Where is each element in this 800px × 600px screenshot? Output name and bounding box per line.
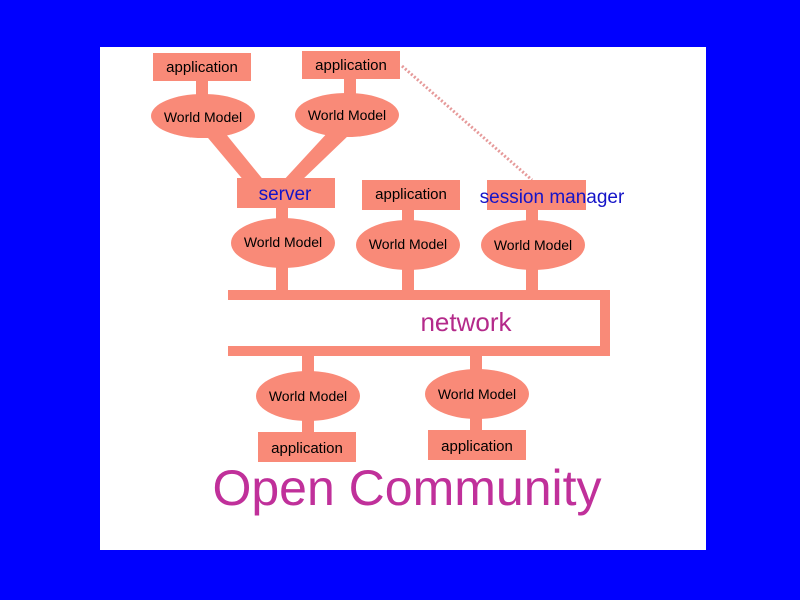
world-model-ellipse bbox=[356, 220, 460, 270]
world-model-label: World Model bbox=[369, 236, 447, 252]
application-4: application bbox=[258, 432, 356, 462]
network-top-rail bbox=[228, 290, 610, 300]
connector-network-wm7 bbox=[470, 352, 482, 372]
application-label: application bbox=[315, 57, 387, 74]
application-label: application bbox=[271, 440, 343, 457]
world-model-2: World Model bbox=[295, 93, 399, 137]
world-model-1: World Model bbox=[151, 94, 255, 138]
connector-wm1-server bbox=[203, 128, 265, 182]
world-model-label: World Model bbox=[269, 388, 347, 404]
world-model-3: World Model bbox=[231, 218, 335, 268]
network-bottom-rail bbox=[228, 346, 610, 356]
session-manager-node: session manager bbox=[480, 180, 625, 210]
world-model-7: World Model bbox=[425, 369, 529, 419]
connector-network-wm6 bbox=[302, 352, 314, 374]
connector-app1-wm1 bbox=[196, 80, 208, 98]
application-label: application bbox=[441, 438, 513, 455]
application-box bbox=[302, 51, 400, 79]
world-model-label: World Model bbox=[494, 237, 572, 253]
network-bus: network bbox=[228, 290, 610, 356]
world-model-ellipse bbox=[425, 369, 529, 419]
world-model-4: World Model bbox=[356, 220, 460, 270]
application-label: application bbox=[375, 186, 447, 203]
network-right-rail bbox=[600, 290, 610, 356]
connector-wm5-network bbox=[526, 268, 538, 292]
application-box bbox=[153, 53, 251, 81]
world-model-ellipse bbox=[295, 93, 399, 137]
session-manager-label: session manager bbox=[480, 187, 625, 208]
application-1: application bbox=[153, 53, 251, 81]
application-3: application bbox=[362, 180, 460, 210]
application-box bbox=[362, 180, 460, 210]
network-label: network bbox=[420, 307, 512, 337]
world-model-label: World Model bbox=[438, 386, 516, 402]
application-5: application bbox=[428, 430, 526, 460]
connector-wm2-server bbox=[282, 130, 350, 182]
world-model-ellipse bbox=[256, 371, 360, 421]
world-model-label: World Model bbox=[244, 234, 322, 250]
world-model-ellipse bbox=[231, 218, 335, 268]
world-model-ellipse bbox=[151, 94, 255, 138]
world-model-6: World Model bbox=[256, 371, 360, 421]
connector-wm3-network bbox=[276, 266, 288, 292]
session-manager-box bbox=[487, 180, 586, 210]
world-model-label: World Model bbox=[164, 109, 242, 125]
session-link-dotted bbox=[401, 64, 533, 182]
application-2: application bbox=[302, 51, 400, 79]
application-box bbox=[428, 430, 526, 460]
world-model-ellipse bbox=[481, 220, 585, 270]
application-box bbox=[258, 432, 356, 462]
server-label: server bbox=[259, 184, 312, 205]
application-label: application bbox=[166, 59, 238, 76]
world-model-label: World Model bbox=[308, 107, 386, 123]
server-box bbox=[237, 178, 335, 208]
world-model-5: World Model bbox=[481, 220, 585, 270]
page-title: Open Community bbox=[212, 460, 601, 516]
connector-wm4-network bbox=[402, 268, 414, 292]
server-node: server bbox=[237, 178, 335, 208]
